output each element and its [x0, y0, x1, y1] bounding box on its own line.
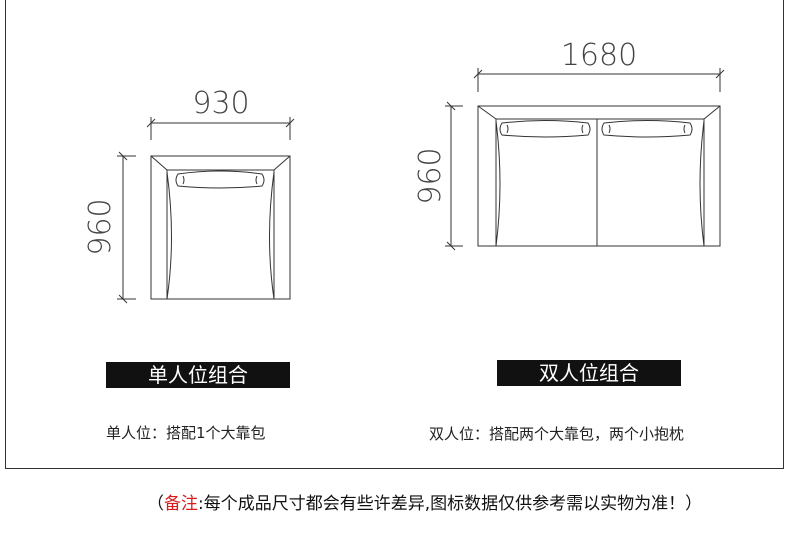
- double-seat-caption: 双人位：搭配两个大靠包，两个小抱枕: [429, 425, 685, 443]
- note-text: :每个成品尺寸都会有些许差异,图标数据仅供参考需以实物为准！）: [198, 494, 703, 514]
- double-depth-dimension: [445, 101, 463, 251]
- single-seat-label: 单人位组合: [106, 362, 290, 388]
- single-seat-caption: 单人位：搭配1个大靠包: [106, 424, 266, 442]
- double-seat-label: 双人位组合: [497, 360, 681, 386]
- single-sofa-plan: [150, 155, 291, 300]
- single-depth-dimension: [117, 151, 136, 304]
- double-width-value: 1680: [561, 38, 637, 73]
- single-depth-value: 960: [83, 198, 118, 255]
- note-open-paren: （: [147, 494, 164, 514]
- remark-note: （备注:每个成品尺寸都会有些许差异,图标数据仅供参考需以实物为准！）: [147, 489, 702, 514]
- double-depth-value: 960: [413, 147, 448, 204]
- single-width-value: 930: [192, 86, 249, 121]
- double-sofa-plan: [477, 105, 721, 247]
- double-width-dimension: [473, 68, 725, 92]
- diagram-frame: [5, 0, 784, 469]
- note-highlight: 备注: [164, 494, 198, 514]
- single-width-dimension: [146, 117, 295, 140]
